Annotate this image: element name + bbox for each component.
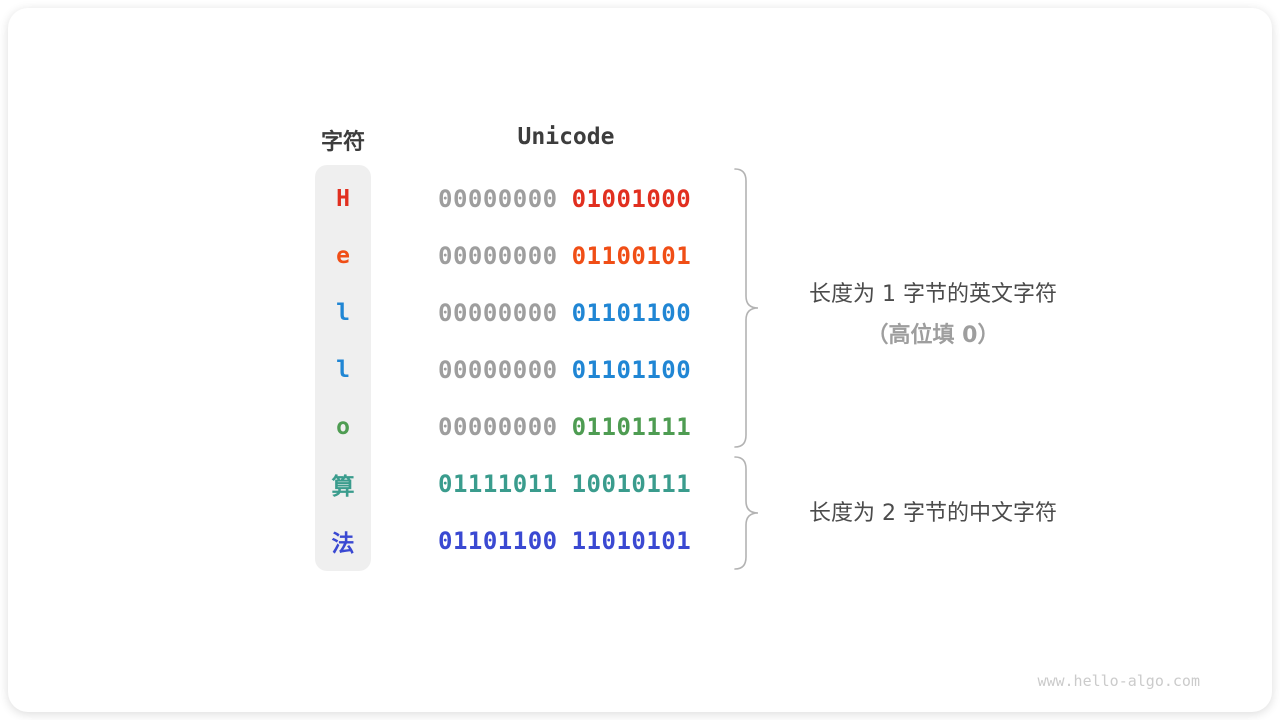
table-row: 算 01111011 10010111 — [315, 455, 735, 512]
byte2: 01101111 — [571, 412, 692, 441]
char-column-background — [315, 165, 371, 571]
diagram-card: 字符 Unicode H 00000000 01001000 e 0000000… — [8, 8, 1272, 712]
byte1: 00000000 — [438, 184, 558, 213]
table-row: l 00000000 01101100 — [315, 284, 735, 341]
char-cell: e — [336, 242, 350, 269]
byte2: 10010111 — [571, 469, 692, 498]
byte1: 00000000 — [438, 412, 558, 441]
binary-cell: 00000000 01100101 — [438, 242, 691, 270]
annotation-chinese-line1: 长度为 2 字节的中文字符 — [809, 501, 1057, 526]
table-row: H 00000000 01001000 — [315, 170, 735, 227]
binary-cell: 00000000 01101111 — [438, 413, 691, 441]
table-row: o 00000000 01101111 — [315, 398, 735, 455]
annotation-english-line2: （高位填 0） — [866, 323, 1000, 348]
char-cell: o — [336, 413, 350, 440]
byte1: 01111011 — [438, 469, 558, 498]
byte2: 01001000 — [571, 184, 692, 213]
byte2: 11010101 — [571, 526, 692, 555]
binary-cell: 00000000 01001000 — [438, 185, 691, 213]
binary-cell: 00000000 01101100 — [438, 356, 691, 384]
annotation-chinese: 长度为 2 字节的中文字符 — [809, 495, 1057, 527]
char-cell: H — [336, 185, 350, 212]
char-cell: 算 — [331, 473, 355, 500]
column-header-char: 字符 — [320, 130, 365, 155]
byte2: 01101100 — [571, 355, 692, 384]
binary-cell: 01101100 11010101 — [438, 527, 691, 555]
char-cell: 法 — [331, 530, 355, 557]
encoding-rows: H 00000000 01001000 e 00000000 01100101 … — [315, 170, 735, 569]
brace-english-group — [734, 168, 759, 448]
char-cell: l — [336, 356, 350, 383]
table-row: e 00000000 01100101 — [315, 227, 735, 284]
char-cell: l — [336, 299, 350, 326]
byte1: 00000000 — [438, 298, 558, 327]
byte2: 01100101 — [571, 241, 692, 270]
byte1: 00000000 — [438, 355, 558, 384]
binary-cell: 00000000 01101100 — [438, 299, 691, 327]
byte1: 00000000 — [438, 241, 558, 270]
byte2: 01101100 — [571, 298, 692, 327]
byte1: 01101100 — [438, 526, 558, 555]
column-header-unicode: Unicode — [517, 124, 615, 150]
binary-cell: 01111011 10010111 — [438, 470, 691, 498]
table-row: 法 01101100 11010101 — [315, 512, 735, 569]
watermark: www.hello-algo.com — [1037, 672, 1200, 690]
annotation-english-line1: 长度为 1 字节的英文字符 — [809, 282, 1057, 307]
annotation-english: 长度为 1 字节的英文字符 （高位填 0） — [809, 276, 1057, 349]
table-row: l 00000000 01101100 — [315, 341, 735, 398]
brace-chinese-group — [734, 456, 759, 570]
